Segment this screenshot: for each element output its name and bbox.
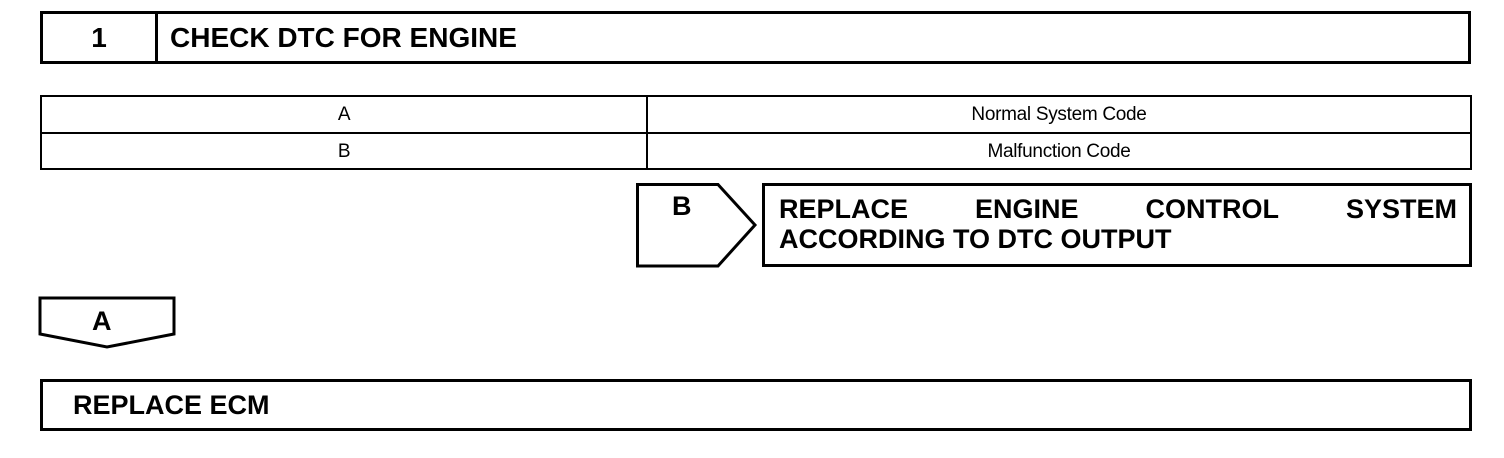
branch-b-action-line2: ACCORDING TO DTC OUTPUT xyxy=(779,224,1172,254)
result-value: Normal System Code xyxy=(971,103,1147,125)
action-word: REPLACE xyxy=(779,194,909,224)
branch-a-label: A xyxy=(92,306,112,336)
branch-a-arrow-icon xyxy=(38,296,176,349)
result-table: A Normal System Code B Malfunction Code xyxy=(40,95,1472,170)
result-key: B xyxy=(42,134,648,169)
result-row: A Normal System Code xyxy=(42,97,1470,132)
step-number: 1 xyxy=(43,14,158,61)
result-row: B Malfunction Code xyxy=(42,132,1470,169)
step-header: 1 CHECK DTC FOR ENGINE xyxy=(40,11,1471,64)
branch-a-action-box: REPLACE ECM xyxy=(40,379,1472,431)
result-key: A xyxy=(42,97,648,132)
branch-b-label: B xyxy=(672,191,692,221)
step-title: CHECK DTC FOR ENGINE xyxy=(170,21,517,53)
branch-b-arrow-icon xyxy=(636,183,758,268)
action-word: SYSTEM xyxy=(1345,194,1457,224)
branch-b-action-box: REPLACE ENGINE CONTROL SYSTEM ACCORDING … xyxy=(762,183,1472,267)
result-value: Malfunction Code xyxy=(987,140,1131,162)
action-word: ENGINE xyxy=(974,194,1079,224)
branch-b-action-line1: REPLACE ENGINE CONTROL SYSTEM xyxy=(779,194,1457,224)
action-word: CONTROL xyxy=(1145,194,1279,224)
branch-a-action: REPLACE ECM xyxy=(73,389,270,420)
